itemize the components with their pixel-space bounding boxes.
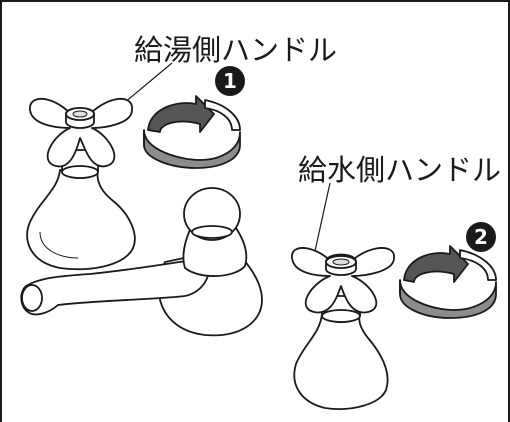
cold-faucet <box>291 247 395 410</box>
rotate-arrow-hot <box>143 95 241 169</box>
rotate-arrow-cold <box>399 245 497 319</box>
spout-faucet <box>20 187 263 337</box>
hot-faucet <box>26 97 136 271</box>
hot-handle-label: 給湯側ハンドル <box>134 33 338 67</box>
cold-leader-line <box>312 182 331 261</box>
step-2-badge: 2 <box>466 222 496 252</box>
step-1-badge: 1 <box>215 66 245 96</box>
cold-handle-label: 給水側ハンドル <box>298 153 502 187</box>
